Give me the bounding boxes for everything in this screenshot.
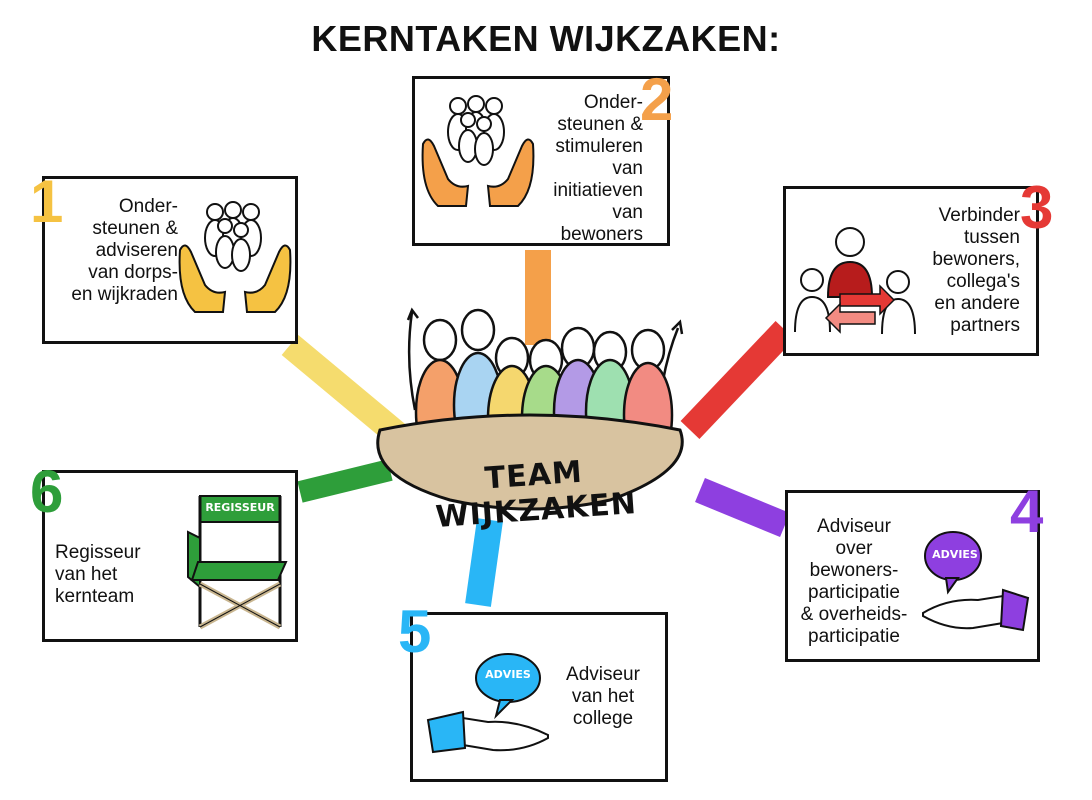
spoke-3 xyxy=(680,321,795,439)
task-number-6: 6 xyxy=(30,458,64,525)
team-bowl xyxy=(376,413,684,511)
advice-hand-icon xyxy=(426,653,549,754)
regisseur-badge: REGISSEUR xyxy=(205,501,275,514)
advies-badge-5: ADVIES xyxy=(485,668,531,681)
task-number-1: 1 xyxy=(30,168,64,235)
task-box-4 xyxy=(785,490,1040,662)
task-box-5 xyxy=(410,612,668,782)
task-text-5: Adviseur van het college xyxy=(566,664,640,729)
task-text-1: Onder- steunen & adviseren van dorps- en… xyxy=(71,196,178,305)
supporting-hands-people-icon xyxy=(178,201,292,313)
team-emblem xyxy=(376,307,684,511)
advies-badge-4: ADVIES xyxy=(932,548,978,561)
spoke-5 xyxy=(465,518,503,607)
task-text-6: Regisseur van het kernteam xyxy=(55,542,141,607)
director-chair-icon xyxy=(187,495,288,630)
task-number-3: 3 xyxy=(1020,174,1054,241)
task-text-2: Onder- steunen & stimuleren van initiati… xyxy=(553,92,643,245)
task-number-4: 4 xyxy=(1010,478,1044,545)
task-text-4: Adviseur over bewoners- participatie & o… xyxy=(800,516,908,647)
advice-hand-icon xyxy=(922,531,1030,632)
team-figure-head xyxy=(460,308,496,352)
task-box-1 xyxy=(42,176,298,344)
connecting-people-icon xyxy=(794,227,916,335)
team-figure-head xyxy=(422,318,458,362)
task-text-3: Verbinder tussen bewoners, collega's en … xyxy=(932,205,1020,336)
spoke-6 xyxy=(297,459,393,503)
supporting-hands-people-icon xyxy=(421,95,535,207)
task-number-5: 5 xyxy=(398,598,432,665)
task-number-2: 2 xyxy=(640,66,674,133)
page-title: KERNTAKEN WIJKZAKEN: xyxy=(311,18,781,59)
spoke-4 xyxy=(695,477,790,538)
